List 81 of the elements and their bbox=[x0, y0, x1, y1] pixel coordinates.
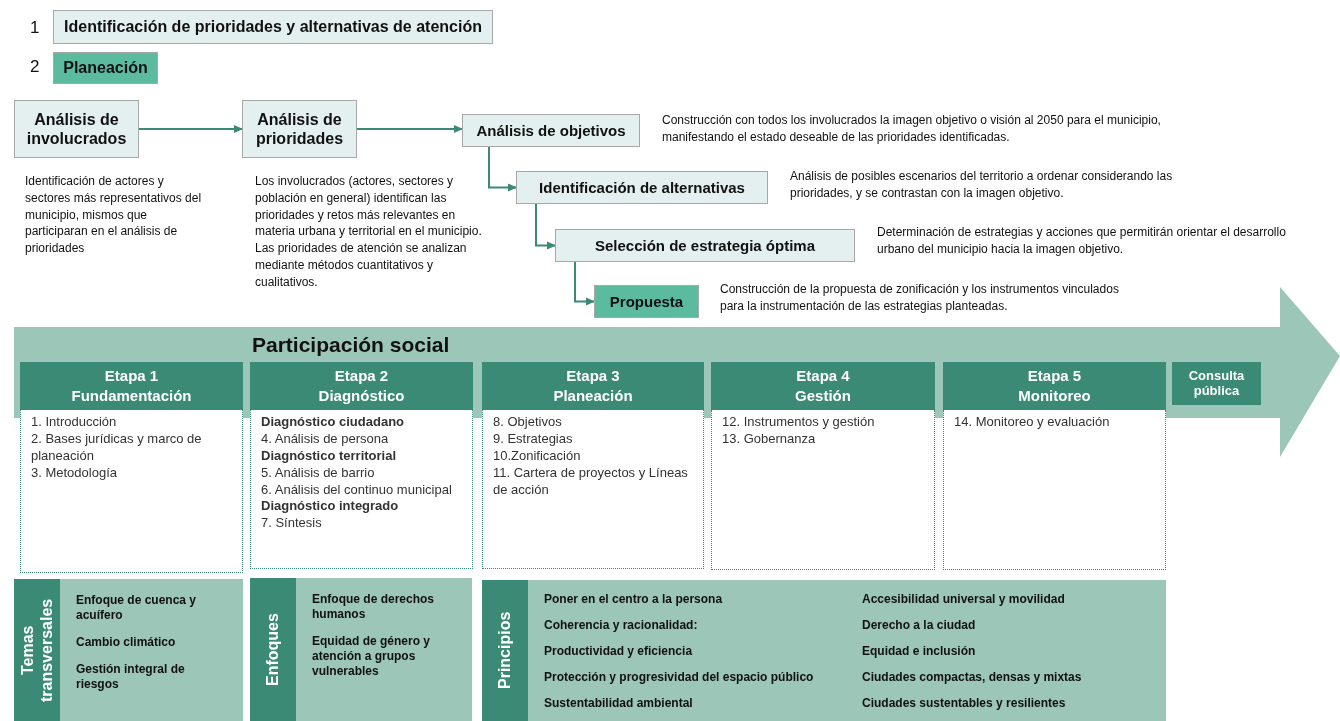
band-title: Participación social bbox=[252, 333, 450, 357]
stage-name: Monitoreo bbox=[1018, 386, 1091, 406]
process-box: Análisis de objetivos bbox=[462, 114, 640, 147]
description-text: Los involucrados (actores, sectores y población en general) identifican las prioridades y retos más relevantes en materia urbana y territorial en el municipio. Las prioridades de atención se analizan mediante métodos cuantitativos y cualitativos. bbox=[255, 173, 483, 291]
arrow bbox=[356, 125, 463, 133]
stage-name: Gestión bbox=[795, 386, 851, 406]
description-text: Construcción con todos los involucrados la imagen objetivo o visión al 2050 para el municipio, manifestando el estado deseable de las prioridades identificadas. bbox=[662, 112, 1162, 146]
list-item: Cambio climático bbox=[76, 635, 177, 650]
list-item: Ciudades sustentables y resilientes bbox=[862, 696, 1067, 711]
list-item: Productividad y eficiencia bbox=[544, 644, 694, 659]
stage-number: Etapa 2 bbox=[334, 365, 389, 386]
list-item: Equidad de género y atención a grupos vulnerables bbox=[312, 634, 432, 679]
arrow bbox=[488, 146, 517, 192]
stage-number: Etapa 5 bbox=[1027, 365, 1082, 386]
list-item: Poner en el centro a la persona bbox=[544, 592, 724, 607]
list-item: Enfoque de derechos humanos bbox=[312, 592, 436, 622]
list-item: 5. Análisis de barrio bbox=[261, 464, 375, 482]
arrow bbox=[574, 261, 595, 306]
stage-content-box bbox=[250, 410, 473, 569]
description-text: Análisis de posibles escenarios del territorio a ordenar considerando las prioridades, y se contrastan con la imagen objetivo. bbox=[790, 168, 1174, 202]
stage-name: Diagnóstico bbox=[318, 386, 405, 406]
stage-number: Etapa 4 bbox=[796, 365, 850, 386]
process-box: Selección de estrategia óptima bbox=[555, 229, 855, 262]
list-item: Ciudades compactas, densas y mixtas bbox=[862, 670, 1083, 685]
stage-header bbox=[20, 362, 243, 410]
stage-header bbox=[250, 362, 473, 410]
list-item: Diagnóstico integrado bbox=[261, 498, 399, 516]
list-item: 6. Análisis del continuo municipal bbox=[261, 481, 452, 499]
info-panel bbox=[250, 578, 472, 721]
info-panel bbox=[482, 580, 1166, 721]
list-item: 10.Zonificación bbox=[493, 447, 581, 465]
panel-title: Temas transversales bbox=[14, 579, 60, 721]
panel-title: Enfoques bbox=[250, 578, 296, 721]
stage-header bbox=[711, 362, 935, 410]
stage-content-box bbox=[711, 410, 935, 570]
process-box: Identificación de prioridades y alternativas de atención bbox=[53, 10, 493, 44]
stage-number: Etapa 1 bbox=[104, 365, 159, 386]
step-number: 2 bbox=[30, 56, 41, 78]
stage-content-box bbox=[20, 410, 243, 573]
process-box: Propuesta bbox=[594, 285, 699, 318]
process-box: Análisis de prioridades bbox=[242, 100, 357, 158]
arrow bbox=[138, 125, 243, 133]
list-item: 2. Bases jurídicas y marco de planeación bbox=[31, 430, 203, 465]
list-item: 11. Cartera de proyectos y Líneas de acción bbox=[493, 464, 689, 499]
process-box: Análisis de involucrados bbox=[14, 100, 139, 158]
stage-name: Planeación bbox=[553, 386, 633, 406]
list-item: Derecho a la ciudad bbox=[862, 618, 977, 633]
list-item: 13. Gobernanza bbox=[722, 430, 816, 448]
list-item: Diagnóstico ciudadano bbox=[261, 414, 404, 431]
list-item: Protección y progresividad del espacio público bbox=[544, 670, 815, 685]
stage-content-box bbox=[482, 410, 704, 569]
list-item: 1. Introducción bbox=[31, 414, 117, 431]
list-item: 8. Objetivos bbox=[493, 414, 562, 431]
list-item: 14. Monitoreo y evaluación bbox=[954, 414, 1110, 431]
stage-content-box bbox=[943, 410, 1166, 570]
process-box: Planeación bbox=[53, 52, 158, 84]
stage-header: Consulta pública bbox=[1172, 362, 1261, 405]
process-box: Identificación de alternativas bbox=[516, 171, 768, 204]
description-text: Identificación de actores y sectores más representativos del municipio, mismos que participaran en el análisis de prioridades bbox=[25, 173, 203, 257]
list-item: 9. Estrategias bbox=[493, 430, 573, 448]
stage-header bbox=[943, 362, 1166, 410]
description-text: Construcción de la propuesta de zonificación y los instrumentos vinculados para la instrumentación de las estrategias planteadas. bbox=[720, 281, 1120, 315]
list-item: Coherencia y racionalidad: bbox=[544, 618, 699, 633]
stage-number: Etapa 3 bbox=[566, 365, 620, 386]
list-item: 12. Instrumentos y gestión bbox=[722, 414, 875, 431]
list-item: 3. Metodología bbox=[31, 464, 117, 482]
list-item: 7. Síntesis bbox=[261, 515, 322, 533]
list-item: Accesibilidad universal y movilidad bbox=[862, 592, 1066, 607]
list-item: Enfoque de cuenca y acuífero bbox=[76, 593, 198, 623]
stage-name: Fundamentación bbox=[71, 386, 192, 406]
description-text: Determinación de estrategias y acciones que permitirán orientar el desarrollo urbano del municipio hacia la imagen objetivo. bbox=[877, 224, 1287, 258]
panel-title: Principios bbox=[482, 580, 528, 721]
list-item: Sustentabilidad ambiental bbox=[544, 696, 694, 711]
list-item: Equidad e inclusión bbox=[862, 644, 977, 659]
list-item: 4. Análisis de persona bbox=[261, 430, 389, 448]
list-item: Diagnóstico territorial bbox=[261, 447, 397, 465]
list-item: Gestión integral de riesgos bbox=[76, 662, 186, 692]
arrow bbox=[535, 203, 556, 250]
step-number: 1 bbox=[30, 17, 41, 39]
info-panel bbox=[14, 579, 243, 721]
stage-header bbox=[482, 362, 704, 410]
